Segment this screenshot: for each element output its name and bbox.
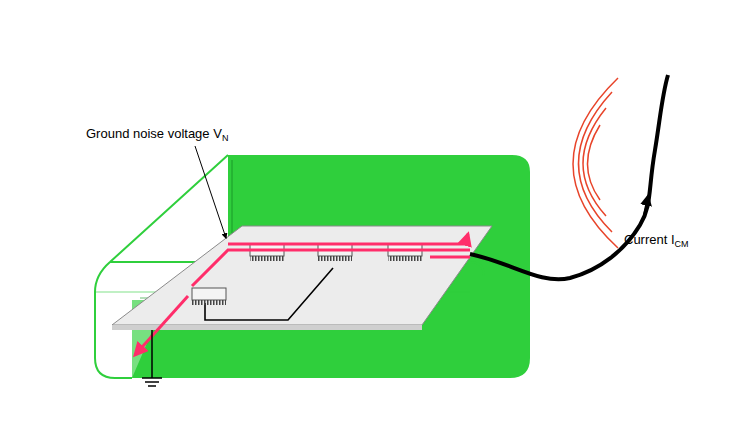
ic-chip — [250, 244, 284, 261]
current-arrow — [644, 196, 648, 215]
subscript-label: CM — [675, 240, 689, 249]
noise-current-path — [135, 296, 188, 355]
ic-chip — [318, 244, 352, 261]
cable — [470, 75, 668, 279]
noise-current-path — [430, 256, 470, 259]
annotation-label: Current I — [624, 233, 675, 246]
noise-current-path — [228, 234, 468, 244]
radiation-waves — [573, 78, 618, 248]
annotation-label: Ground noise voltage V — [86, 127, 222, 140]
ic-chip — [388, 244, 422, 261]
ic-chip — [192, 288, 226, 305]
pcb-board — [112, 226, 492, 325]
subscript-label: N — [222, 134, 229, 143]
ground-symbol — [142, 330, 162, 386]
leader-line — [195, 146, 226, 238]
noise-current-path — [192, 250, 470, 286]
